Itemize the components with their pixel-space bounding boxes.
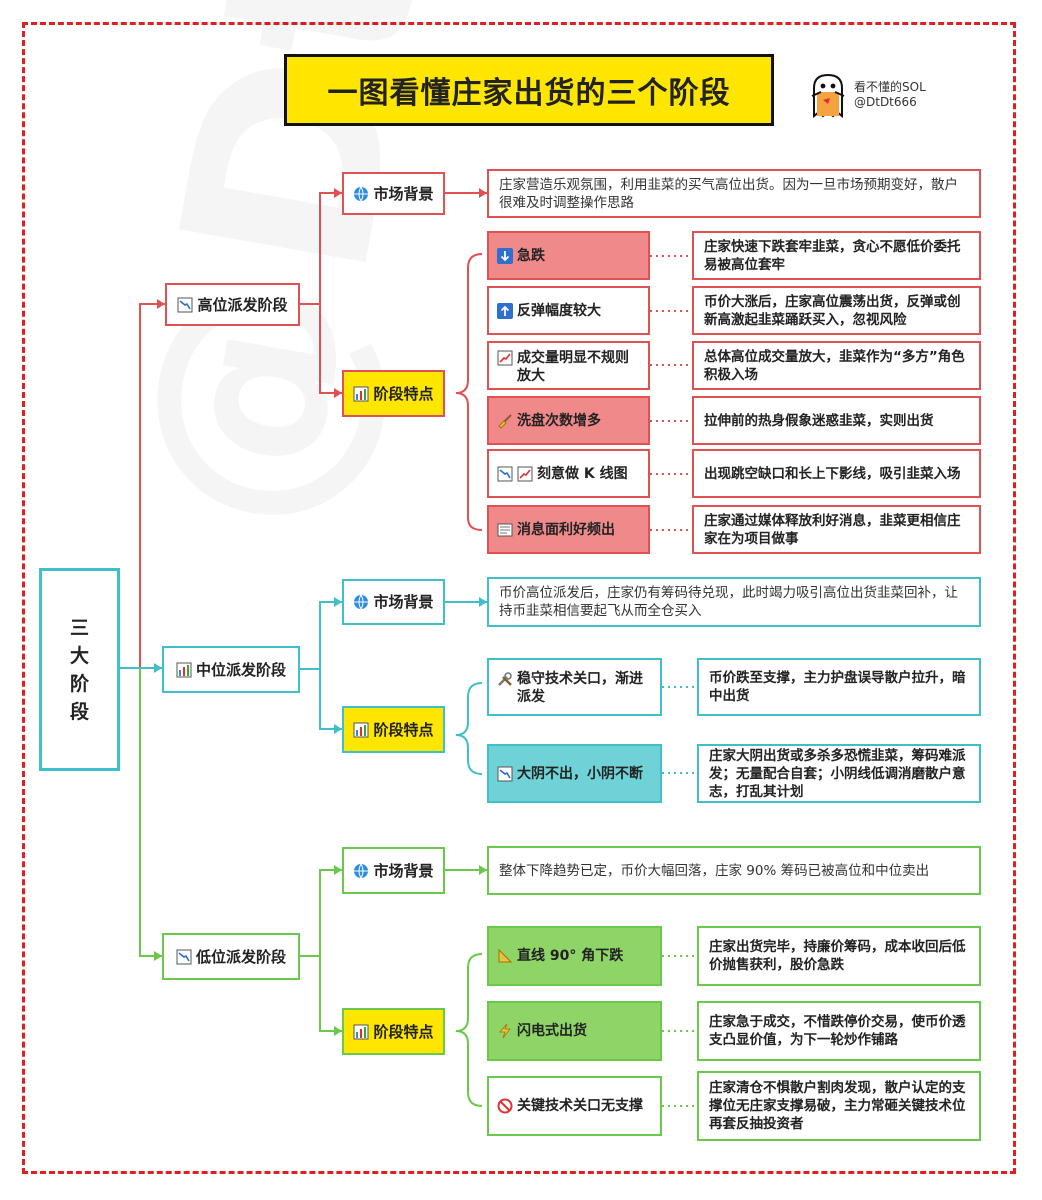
ghost-avatar-icon: [811, 73, 845, 118]
stage-mid-node: 中位派发阶段: [162, 646, 300, 693]
bar-chart-icon: [176, 662, 192, 677]
feature-label: 洗盘次数增多: [517, 412, 601, 429]
chart-down-icon: [497, 466, 513, 481]
lightning-icon: [499, 1023, 511, 1039]
up-arrow-icon: [497, 302, 513, 319]
feature-small-bearish: 大阴不出，小阴不断: [487, 744, 662, 803]
feature-label: 消息面利好频出: [517, 521, 615, 538]
feature-desc: 庄家大阴出货或多杀多恐慌韭菜，筹码难派发；无量配合自套；小阴线低调消磨散户意志，…: [697, 744, 981, 803]
stage-mid-label: 中位派发阶段: [195, 660, 286, 679]
feature-desc: 庄家出货完毕，持廉价筹码，成本收回后低价抛售获利，股价急跌: [697, 926, 981, 986]
chart-down-icon: [497, 766, 513, 781]
stage-high-node: 高位派发阶段: [165, 283, 300, 326]
stage-mid-background-text: 币价高位派发后，庄家仍有筹码待兑现，此时竭力吸引高位出货韭菜回补，让持币韭菜相信…: [487, 577, 981, 627]
feature-sharp-drop: 急跌: [487, 231, 650, 280]
feature-desc: 庄家急于成交，不惜跌停价交易，使币价透支凸显价值，为下一轮炒作铺路: [697, 1001, 981, 1061]
bar-chart-icon: [353, 1024, 369, 1039]
feature-volume-irregular: 成交量明显不规则放大: [487, 341, 650, 390]
stage-high-background-text: 庄家营造乐观氛围，利用韭菜的买气高位出货。因为一旦市场预期变好，散户很难及时调整…: [487, 169, 981, 218]
feature-label: 大阴不出，小阴不断: [517, 765, 643, 782]
stage-low-features-node: 阶段特点: [342, 1008, 445, 1055]
feature-good-news: 消息面利好频出: [487, 505, 650, 554]
stage-mid-background-label: 市场背景: [373, 593, 434, 611]
author-name: 看不懂的SOL: [854, 80, 926, 94]
feature-label: 关键技术关口无支撑: [517, 1098, 643, 1114]
feature-label: 成交量明显不规则放大: [517, 350, 629, 384]
broom-icon: [498, 413, 512, 429]
globe-icon: [354, 863, 369, 879]
chart-up-icon: [517, 466, 533, 481]
stage-low-background-text: 整体下降趋势已定，币价大幅回落，庄家 90% 筹码已被高位和中位卖出: [487, 846, 981, 895]
stage-high-features-label: 阶段特点: [373, 384, 434, 403]
newspaper-icon: [497, 523, 513, 536]
stage-high-background-node: 市场背景: [342, 172, 445, 215]
stage-low-node: 低位派发阶段: [162, 933, 300, 980]
feature-hold-key-level: 稳守技术关口，渐进派发: [487, 658, 662, 716]
globe-icon: [354, 594, 369, 610]
stage-low-features-label: 阶段特点: [373, 1022, 434, 1041]
feature-no-support: 关键技术关口无支撑: [487, 1076, 662, 1136]
feature-label: 稳守技术关口，渐进派发: [517, 671, 643, 705]
chart-down-icon: [177, 297, 193, 312]
feature-fake-kline: 刻意做 K 线图: [487, 449, 650, 498]
feature-label: 直线 90° 角下跌: [517, 948, 624, 964]
prohibited-icon: [497, 1098, 513, 1114]
stage-high-label: 高位派发阶段: [197, 295, 288, 314]
feature-desc: 币价跌至支撑，主力护盘误导散户拉升，暗中出货: [697, 658, 981, 716]
feature-desc: 总体高位成交量放大，韭菜作为“多方”角色积极入场: [692, 341, 981, 390]
stage-high-background-label: 市场背景: [373, 184, 434, 203]
globe-icon: [354, 186, 369, 202]
author-badge: 看不懂的SOL @DtDt666: [808, 72, 926, 118]
bar-chart-icon: [353, 386, 369, 401]
feature-desc: 庄家清仓不惧散户割肉发现，散户认定的支撑位无庄家支撑易破，主力常砸关键技术位再套…: [697, 1071, 981, 1141]
stage-low-background-label: 市场背景: [373, 861, 434, 880]
author-handle: @DtDt666: [854, 95, 917, 109]
feature-desc: 庄家通过媒体释放利好消息，韭菜更相信庄家在为项目做事: [692, 505, 981, 554]
feature-desc: 出现跳空缺口和长上下影线，吸引韭菜入场: [692, 449, 981, 498]
stage-high-features-node: 阶段特点: [342, 370, 445, 417]
feature-large-rebound: 反弹幅度较大: [487, 286, 650, 335]
feature-label: 急跌: [517, 247, 545, 264]
feature-label: 闪电式出货: [517, 1023, 587, 1039]
bar-chart-icon: [353, 722, 369, 737]
feature-label: 刻意做 K 线图: [537, 465, 628, 482]
tools-icon: [498, 672, 512, 686]
feature-straight-drop: 直线 90° 角下跌: [487, 926, 662, 986]
stage-low-label: 低位派发阶段: [195, 947, 286, 966]
triangle-ruler-icon: [498, 948, 513, 963]
feature-lightning-sell: 闪电式出货: [487, 1001, 662, 1061]
feature-wash-trading: 洗盘次数增多: [487, 396, 650, 445]
stage-mid-background-node: 市场背景: [342, 579, 445, 625]
feature-label: 反弹幅度较大: [517, 302, 601, 319]
dashed-frame: [22, 22, 1016, 1174]
stage-low-background-node: 市场背景: [342, 847, 445, 894]
root-node: 三大阶段: [39, 568, 120, 771]
stage-mid-features-node: 阶段特点: [342, 706, 445, 753]
stage-mid-features-label: 阶段特点: [373, 720, 434, 739]
feature-desc: 币价大涨后，庄家高位震荡出货，反弹或创新高激起韭菜踊跃买入，忽视风险: [692, 286, 981, 335]
feature-desc: 庄家快速下跌套牢韭菜，贪心不愿低价委托易被高位套牢: [692, 231, 981, 280]
chart-up-icon: [497, 350, 513, 366]
chart-down-icon: [176, 949, 192, 964]
page-title: 一图看懂庄家出货的三个阶段: [284, 54, 774, 126]
feature-desc: 拉伸前的热身假象迷惑韭菜，实则出货: [692, 396, 981, 445]
down-arrow-icon: [497, 247, 513, 264]
